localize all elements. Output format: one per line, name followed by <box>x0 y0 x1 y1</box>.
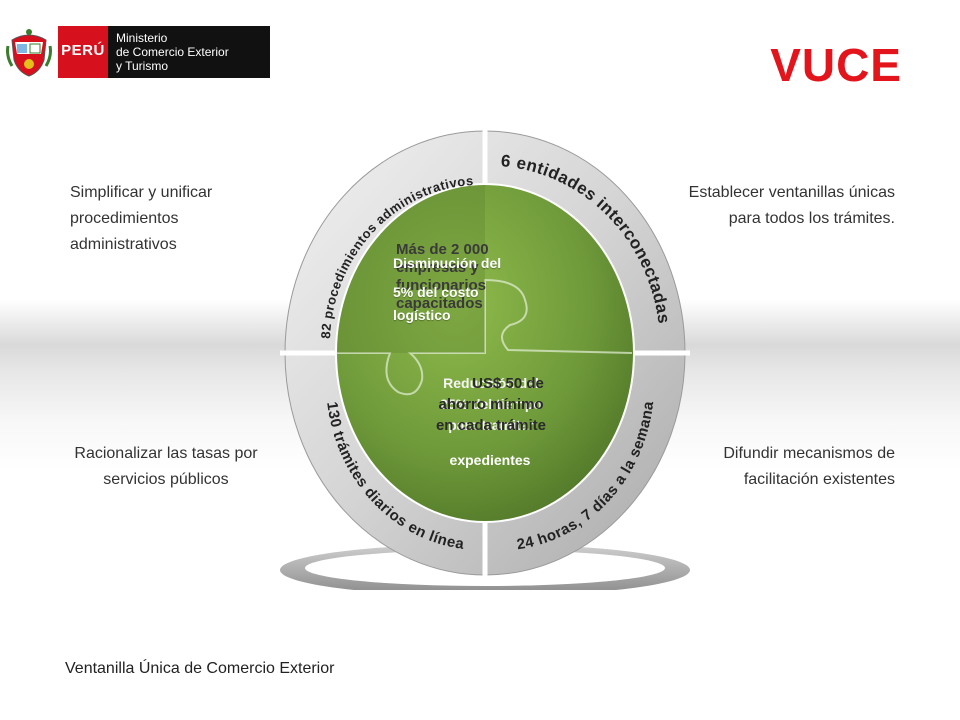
puzzle-text-tiempo: Reducción del 25% del tiempo para tramit… <box>411 373 571 436</box>
puzzle-line: capacitados <box>396 295 483 312</box>
puzzle-line: funcionarios <box>396 277 487 294</box>
puzzle-line: logístico <box>393 307 451 323</box>
puzzle-piece-divider <box>337 278 633 396</box>
ministry-line: Ministerio <box>116 31 168 45</box>
puzzle-line: Disminución del <box>393 255 502 271</box>
puzzle-line: en cada trámite <box>435 417 547 434</box>
ministry-line: de Comercio Exterior <box>116 45 229 59</box>
objective-bottom-left: Racionalizar las tasas por servicios púb… <box>74 445 258 488</box>
page-title: VUCE <box>770 39 902 91</box>
puzzle-text-costo: Disminución del 5% del costo logístico <box>393 255 553 324</box>
ministry-name: Ministerio de Comercio Exterior y Turism… <box>116 31 229 73</box>
puzzle-line: US$ 50 de <box>472 375 544 392</box>
peru-label: PERÚ <box>61 42 105 59</box>
peru-badge: PERÚ <box>58 26 108 78</box>
ministry-logo: PERÚ Ministerio de Comercio Exterior y T… <box>6 26 270 80</box>
footer-caption: Ventanilla Única de Comercio Exterior <box>65 660 335 677</box>
puzzle-text-expedientes: expedientes <box>449 452 531 468</box>
puzzle-text-ahorro: US$ 50 de ahorro mínimo en cada trámite <box>411 373 571 436</box>
objective-top-left: Simplificar y unificar procedimientos ad… <box>70 184 213 253</box>
puzzle-line: Reducción del <box>443 375 539 391</box>
ministry-line: y Turismo <box>116 59 169 73</box>
puzzle-line: Más de 2 000 <box>396 241 489 258</box>
puzzle-line: ahorro mínimo <box>438 396 544 413</box>
coat-of-arms-icon <box>6 29 52 77</box>
logo-box: PERÚ Ministerio de Comercio Exterior y T… <box>58 26 270 78</box>
puzzle-line: para tramitar <box>448 417 534 433</box>
objective-bottom-right: Difundir mecanismos de facilitación exis… <box>723 445 895 488</box>
puzzle-line: 5% del costo <box>393 284 479 300</box>
puzzle-text-capacitados: Más de 2 000 empresas y funcionarios cap… <box>396 241 521 313</box>
vuce-ring-diagram: 82 procedimientos administrativos 6 enti… <box>280 130 690 590</box>
puzzle-piece-upper-shade <box>337 185 485 353</box>
puzzle-line: empresas y <box>396 259 479 276</box>
objective-top-right: Establecer ventanillas únicas para todos… <box>688 184 895 227</box>
puzzle-line: 25% del tiempo <box>440 396 542 412</box>
